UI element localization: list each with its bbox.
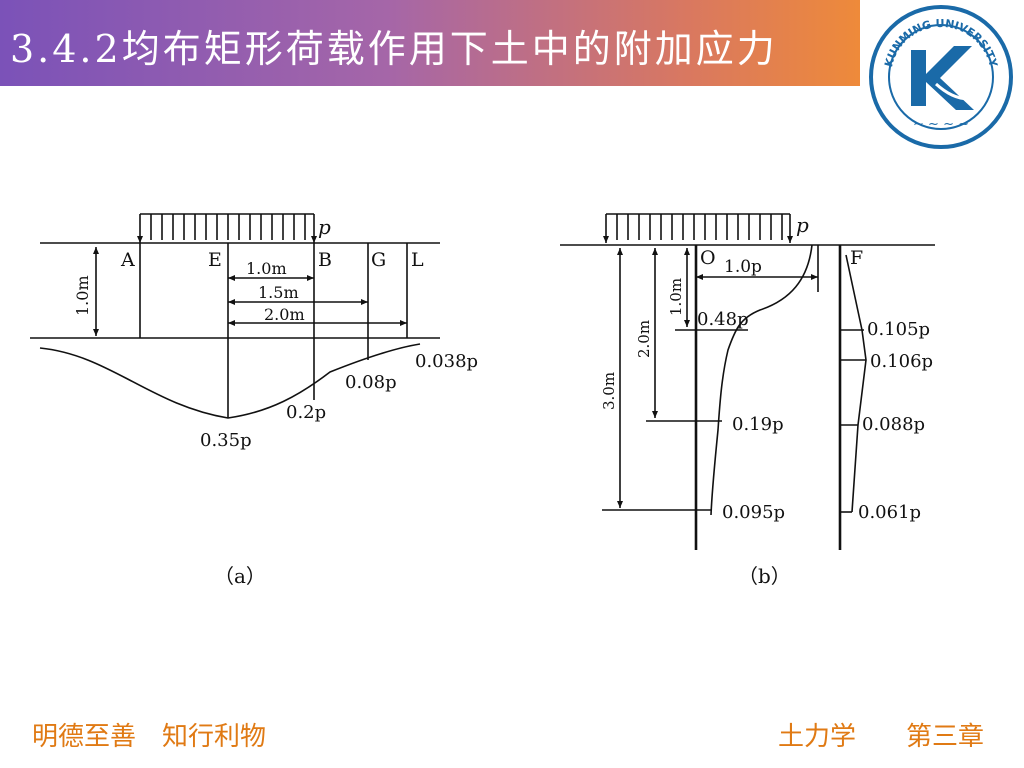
figure-b-arrowheads: [603, 236, 818, 508]
dim-1m: 1.0m: [246, 259, 287, 278]
figure-b-top-dim: 1.0p: [724, 257, 762, 277]
dim-2m: 2.0m: [264, 305, 305, 324]
figure-b-load-arrows: [605, 213, 791, 243]
figure-b-depth-1m: 1.0m: [667, 278, 685, 316]
footer-chapter: 第三章: [906, 722, 985, 752]
stress-distribution-diagram: p A E B G L 1.0m 1.0m 1.5m 2.0m 0.35p 0.…: [30, 213, 935, 588]
figure-b: [560, 213, 935, 550]
figure-a-labels: p A E B G L 1.0m 1.0m 1.5m 2.0m 0.35p 0.…: [73, 215, 478, 588]
stress-f-4: 0.061p: [858, 502, 921, 523]
svg-text:~ ~ ~ ~: ~ ~ ~ ~: [913, 117, 969, 132]
title-bar: 3.4.2均布矩形荷载作用下土中的附加应力: [0, 0, 860, 86]
kunming-university-logo: KUNMING UNIVERSITY ~ ~ ~ ~: [869, 5, 1013, 149]
stress-o-1m: 0.48p: [697, 309, 749, 330]
stress-f-1: 0.105p: [867, 319, 930, 340]
stress-f-2: 0.106p: [870, 351, 933, 372]
figure-b-depth-2m: 2.0m: [635, 320, 653, 358]
stress-g: 0.08p: [345, 372, 397, 393]
footer-course: 土力学: [778, 722, 857, 752]
slide-title: 3.4.2均布矩形荷载作用下土中的附加应力: [10, 27, 778, 71]
figure-b-depth-3m: 3.0m: [600, 372, 618, 410]
figure-b-load-label: p: [796, 213, 809, 237]
label-g: G: [371, 249, 386, 271]
stress-b: 0.2p: [286, 402, 326, 423]
stress-f-3: 0.088p: [862, 414, 925, 435]
dim-1-5m: 1.5m: [258, 283, 299, 302]
footer-motto: 明德至善 知行利物: [32, 722, 267, 752]
stress-o-3m: 0.095p: [722, 502, 785, 523]
stress-o-2m: 0.19p: [732, 414, 784, 435]
label-f: F: [850, 247, 863, 269]
label-o: O: [700, 247, 716, 269]
figure-b-labels: p O F 1.0p 1.0m 2.0m 3.0m 0.48p 0.19p 0.…: [600, 213, 933, 588]
figure-a-arrowheads: [93, 236, 407, 336]
figure-a-depth-dim: 1.0m: [73, 275, 92, 316]
figure-a-caption: （a）: [214, 564, 266, 588]
label-l: L: [411, 249, 424, 271]
figure-a-load-label: p: [318, 215, 331, 239]
stress-l: 0.038p: [415, 351, 478, 372]
label-a: A: [120, 249, 135, 271]
label-b: B: [318, 249, 332, 271]
figure-a: [30, 213, 440, 419]
figure-a-load-arrows: [139, 213, 315, 243]
figure-b-caption: （b）: [738, 564, 791, 588]
stress-e: 0.35p: [200, 430, 252, 451]
label-e: E: [208, 249, 222, 271]
